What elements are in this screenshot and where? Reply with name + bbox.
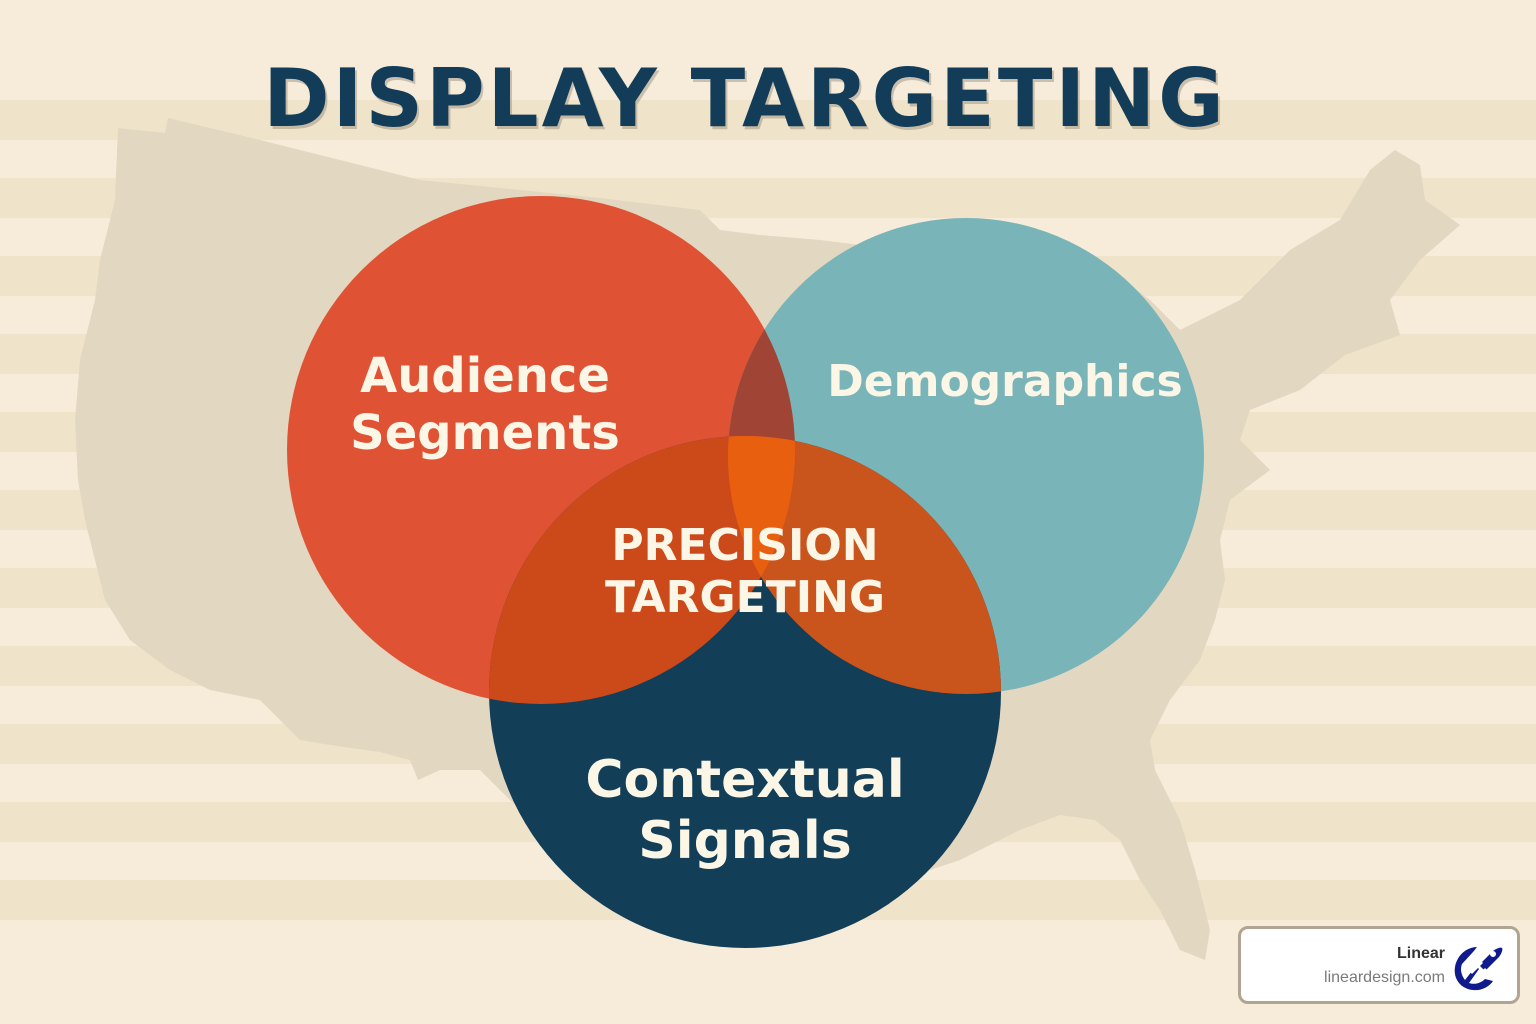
audience-segments-label: Audience Segments	[330, 348, 640, 461]
background-stripe	[0, 100, 1536, 140]
brand-badge[interactable]: Linear lineardesign.com	[1238, 926, 1520, 1004]
precision-label-line2: TARGETING	[604, 571, 886, 623]
precision-targeting-label: PRECISION TARGETING	[580, 520, 910, 624]
brand-url[interactable]: lineardesign.com	[1324, 969, 1445, 986]
audience-label-line2: Segments	[350, 404, 620, 461]
contextual-label-line2: Signals	[638, 811, 852, 872]
rocket-logo-icon	[1454, 947, 1503, 991]
page-title: DISPLAY TARGETING	[263, 52, 1227, 145]
contextual-label-line1: Contextual	[585, 750, 905, 810]
precision-label-line1: PRECISION	[611, 520, 879, 571]
contextual-signals-label: Contextual Signals	[560, 750, 930, 873]
brand-name: Linear	[1396, 945, 1445, 962]
audience-label-line1: Audience	[360, 348, 610, 404]
demographics-label: Demographics	[827, 356, 1183, 407]
